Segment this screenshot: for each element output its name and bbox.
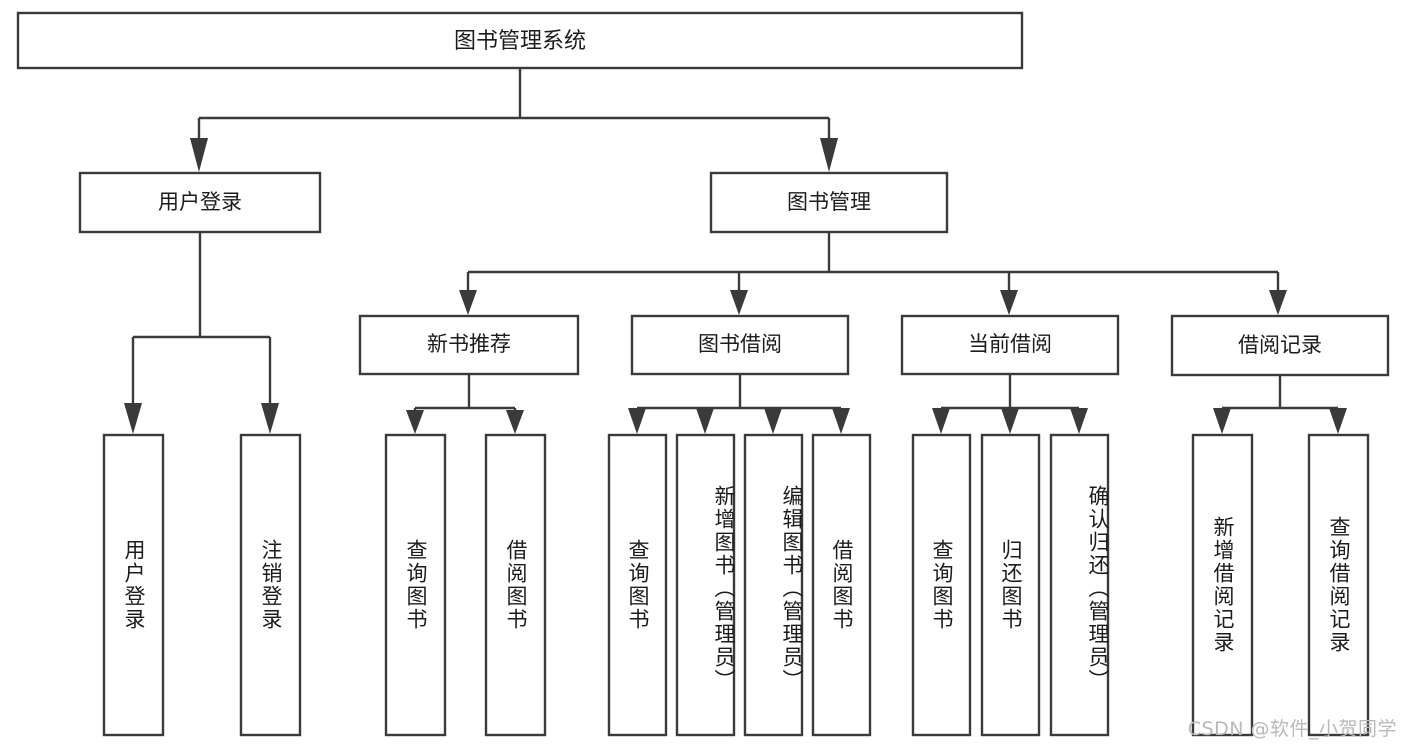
node-borrow-record[interactable]: 借阅记录 <box>1170 314 1390 377</box>
node-user-login-label: 用户登录 <box>158 190 242 214</box>
arrow-head-leaf-confirm-return <box>1070 408 1088 434</box>
node-book-borrow[interactable]: 图书借阅 <box>630 314 850 376</box>
node-leaf-query-book-2-box[interactable] <box>607 433 668 737</box>
node-leaf-borrow-book-1-box[interactable] <box>484 433 547 737</box>
node-current-borrow-label: 当前借阅 <box>968 332 1052 356</box>
node-book-manage-box[interactable] <box>709 171 949 234</box>
node-leaf-query-book-1-box[interactable] <box>384 433 447 737</box>
node-current-borrow[interactable]: 当前借阅 <box>900 314 1120 376</box>
arrow-head-leaf-edit-book <box>764 408 782 434</box>
arrow-head-new-book-recommend <box>459 290 477 315</box>
arrow-head-leaf-query-book-1 <box>406 410 424 434</box>
node-leaf-user-login-box[interactable] <box>102 433 165 737</box>
node-book-borrow-box[interactable] <box>630 314 850 376</box>
node-root-label: 图书管理系统 <box>454 29 586 54</box>
node-user-login[interactable]: 用户登录 <box>78 171 322 234</box>
node-new-book-recommend[interactable]: 新书推荐 <box>358 314 580 376</box>
node-leaf-return-book-box[interactable] <box>980 433 1041 737</box>
node-user-login-box[interactable] <box>78 171 322 234</box>
arrow-head-leaf-query-book-3 <box>932 408 950 434</box>
node-book-manage[interactable]: 图书管理 <box>709 171 949 234</box>
node-book-borrow-label: 图书借阅 <box>698 332 782 356</box>
node-new-book-recommend-box[interactable] <box>358 314 580 376</box>
connector-layer <box>124 68 1347 434</box>
node-new-book-recommend-label: 新书推荐 <box>427 332 511 356</box>
arrow-head-user-login <box>190 138 208 172</box>
arrow-head-leaf-user-logout <box>261 403 279 434</box>
node-leaf-edit-book-box[interactable] <box>743 433 804 737</box>
node-leaf-user-logout-box[interactable] <box>239 433 302 737</box>
node-leaf-confirm-return-box[interactable] <box>1049 433 1110 737</box>
arrow-head-leaf-add-record <box>1213 408 1231 434</box>
arrow-head-leaf-query-record <box>1329 408 1347 434</box>
arrow-head-borrow-record <box>1269 290 1287 315</box>
node-leaf-query-record-box[interactable] <box>1307 433 1370 737</box>
node-current-borrow-box[interactable] <box>900 314 1120 376</box>
node-leaf-query-book-3-box[interactable] <box>911 433 972 737</box>
arrow-head-leaf-return-book <box>1001 408 1019 434</box>
arrow-head-book-borrow <box>730 290 748 315</box>
node-leaf-add-record-box[interactable] <box>1191 433 1254 737</box>
arrow-head-leaf-query-book-2 <box>628 408 646 434</box>
node-root-box[interactable] <box>16 11 1024 70</box>
node-book-manage-label: 图书管理 <box>787 190 871 214</box>
arrow-head-current-borrow <box>1000 290 1018 315</box>
arrow-head-leaf-borrow-book-2 <box>832 408 850 434</box>
node-borrow-record-label: 借阅记录 <box>1238 333 1322 357</box>
arrow-head-leaf-borrow-book-1 <box>506 410 524 434</box>
watermark-text: CSDN @软件_小贺同学 <box>1187 718 1397 740</box>
arrow-head-leaf-user-login <box>124 403 142 434</box>
node-layer: 图书管理系统 用户登录 图书管理 新书推荐 图书借阅 当前 <box>16 11 1390 737</box>
arrow-head-book-manage <box>820 138 838 172</box>
node-borrow-record-box[interactable] <box>1170 314 1390 377</box>
node-root[interactable]: 图书管理系统 <box>16 11 1024 70</box>
arrow-head-leaf-add-book <box>696 408 714 434</box>
node-leaf-borrow-book-2-box[interactable] <box>811 433 872 737</box>
node-leaf-add-book-box[interactable] <box>675 433 736 737</box>
